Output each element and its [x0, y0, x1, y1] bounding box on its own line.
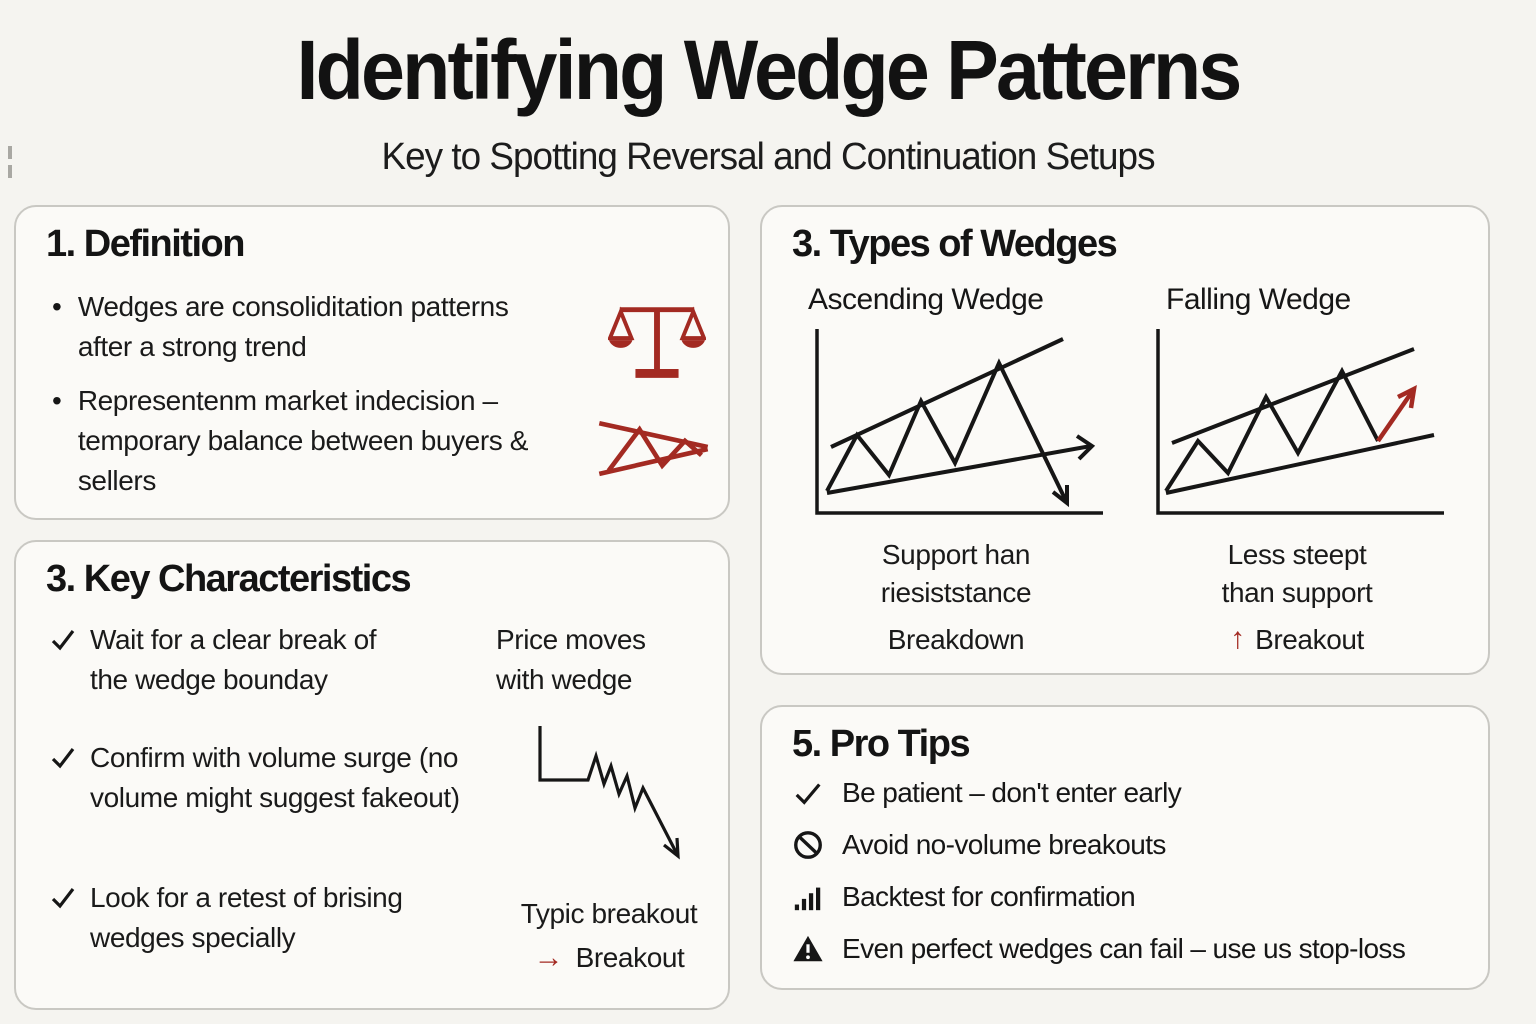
breakout-up-arrow-icon: ↑: [1230, 622, 1246, 656]
bullet-icon: •: [52, 385, 62, 416]
caption-text: Support han riesiststance: [880, 539, 1032, 608]
page-subtitle: Key to Spotting Reversal and Continuatio…: [381, 136, 1155, 178]
pro-tips-heading: 5. Pro Tips: [792, 723, 971, 765]
falling-wedge-column: Falling Wedge Less steept than support ↑…: [1138, 283, 1456, 659]
pro-tip-text: Be patient – don't enter early: [842, 777, 1182, 808]
check-icon: [51, 888, 75, 909]
breakout-row: → Breakout: [484, 938, 734, 978]
ascending-wedge-column: Ascending Wedge Support han riesiststanc…: [798, 283, 1114, 659]
pro-tip-item-2: Avoid no-volume breakouts: [792, 829, 1468, 861]
scan-artifact-dash: [8, 165, 12, 178]
definition-bullet-1: • Wedges are consoliditation patterns af…: [52, 287, 563, 367]
falling-wedge-icon: [598, 420, 709, 477]
definition-bullet-2: • Representenm market indecision – tempo…: [52, 381, 543, 500]
page-title: Identifying Wedge Patterns: [296, 23, 1242, 117]
characteristic-text: Confirm with volume surge (no volume mig…: [90, 742, 460, 813]
definition-bullet-text: Representenm market indecision – tempora…: [77, 385, 529, 496]
ascending-wedge-label: Ascending Wedge: [808, 283, 1044, 316]
pro-tips-card: 5. Pro Tips Be patient – don't enter ear…: [760, 705, 1490, 990]
falling-wedge-result: ↑ Breakout: [1138, 620, 1456, 660]
check-icon: [51, 748, 75, 769]
characteristic-item-3: Look for a retest of brising wedges spec…: [50, 878, 422, 958]
breakdown-label: Breakdown: [887, 623, 1025, 655]
pro-tip-text: Even perfect wedges can fail – use us st…: [842, 933, 1406, 964]
characteristic-text: Wait for a clear break of the wedge boun…: [90, 624, 377, 695]
price-note: Price moves with wedge: [496, 624, 646, 695]
key-characteristics-heading: 3. Key Characteristics: [46, 558, 412, 600]
check-icon: [51, 630, 75, 651]
caption-text: Less steept than support: [1221, 539, 1373, 608]
breakout-right-arrow-icon: →: [533, 940, 564, 974]
ascending-wedge-result: Breakdown: [798, 620, 1114, 660]
definition-bullet-text: Wedges are consoliditation patterns afte…: [77, 291, 509, 362]
ascending-wedge-caption: Support han riesiststance: [798, 536, 1114, 612]
pro-tip-text: Backtest for confirmation: [842, 881, 1136, 912]
falling-wedge-caption: Less steept than support: [1138, 536, 1456, 612]
balance-scale-icon: [608, 306, 706, 378]
warning-icon: [793, 935, 823, 962]
no-entry-icon: [794, 831, 822, 859]
breakdown-mini-chart: [538, 726, 680, 860]
characteristic-item-2: Confirm with volume surge (no volume mig…: [50, 738, 462, 818]
breakout-label: Breakout: [1255, 623, 1364, 655]
bullet-icon: •: [52, 291, 62, 322]
definition-card: 1. Definition • Wedges are consoliditati…: [14, 205, 730, 520]
types-of-wedges-card: 3. Types of Wedges Ascending Wedge Suppo…: [760, 205, 1490, 675]
falling-wedge-diagram: [1156, 329, 1444, 515]
breakout-label: Breakout: [575, 942, 685, 973]
definition-heading: 1. Definition: [46, 223, 245, 265]
pro-tip-item-1: Be patient – don't enter early: [792, 777, 1468, 809]
key-characteristics-card: 3. Key Characteristics Wait for a clear …: [14, 540, 730, 1010]
pro-tip-item-4: Even perfect wedges can fail – use us st…: [792, 933, 1468, 965]
characteristic-text: Look for a retest of brising wedges spec…: [90, 882, 403, 953]
scan-artifact-dash: [8, 146, 12, 159]
typic-breakout-caption: Typic breakout: [520, 898, 698, 929]
pro-tip-item-3: Backtest for confirmation: [792, 881, 1468, 913]
pro-tip-text: Avoid no-volume breakouts: [842, 829, 1166, 860]
falling-wedge-label: Falling Wedge: [1166, 283, 1351, 316]
types-heading: 3. Types of Wedges: [792, 223, 1118, 265]
characteristic-item-1: Wait for a clear break of the wedge boun…: [50, 620, 412, 700]
bar-chart-icon: [794, 887, 821, 911]
check-icon: [795, 783, 821, 805]
ascending-wedge-diagram: [815, 329, 1103, 515]
